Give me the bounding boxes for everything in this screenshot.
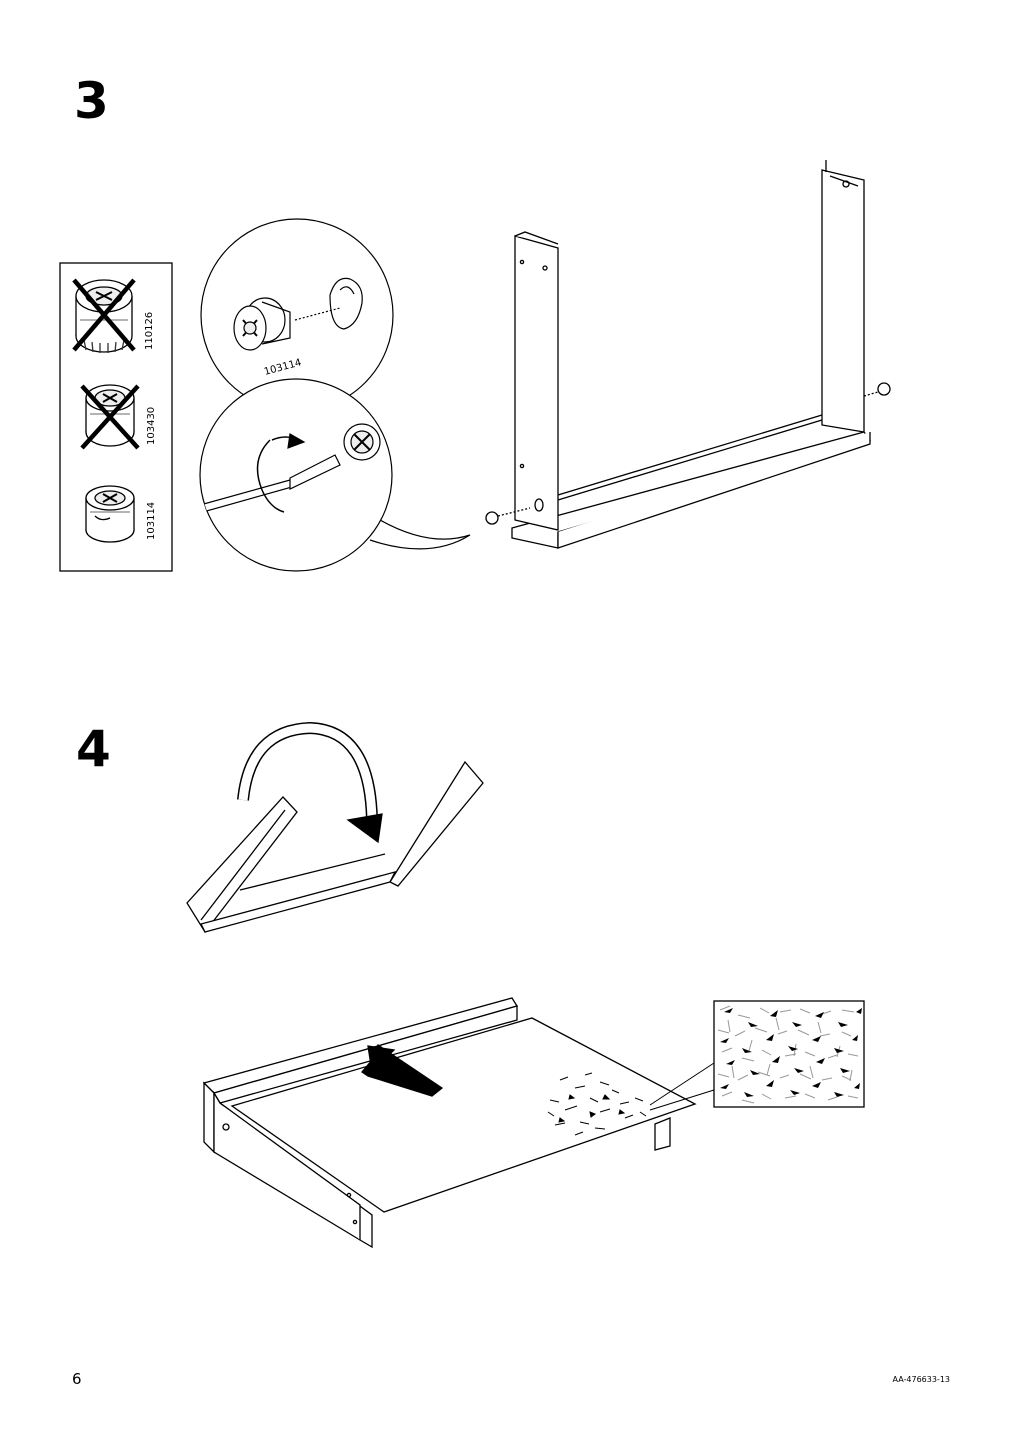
part-label-103114: 103114	[146, 502, 157, 540]
rough-surface-marks	[547, 1072, 647, 1136]
surface-texture-callout	[713, 1000, 865, 1108]
cam-lock-103114-icon	[85, 485, 135, 543]
parts-box: 110126 103430 103114	[59, 262, 173, 572]
frame-assembly	[485, 160, 891, 549]
page-number: 6	[72, 1370, 82, 1388]
part-label-110126: 110126	[144, 312, 155, 350]
cam-lock-103430-icon	[80, 384, 140, 450]
cam-lock-110126-icon	[72, 278, 136, 353]
flip-frame-illustration	[186, 721, 484, 934]
part-label-103430: 103430	[146, 407, 157, 445]
step-3-number: 3	[74, 72, 109, 130]
step-4-number: 4	[76, 720, 111, 778]
detail-circle-insert	[200, 218, 394, 412]
back-panel-insertion	[202, 997, 697, 1249]
detail-circle-screwdriver	[199, 378, 471, 572]
document-code: AA-476633-13	[892, 1375, 950, 1384]
